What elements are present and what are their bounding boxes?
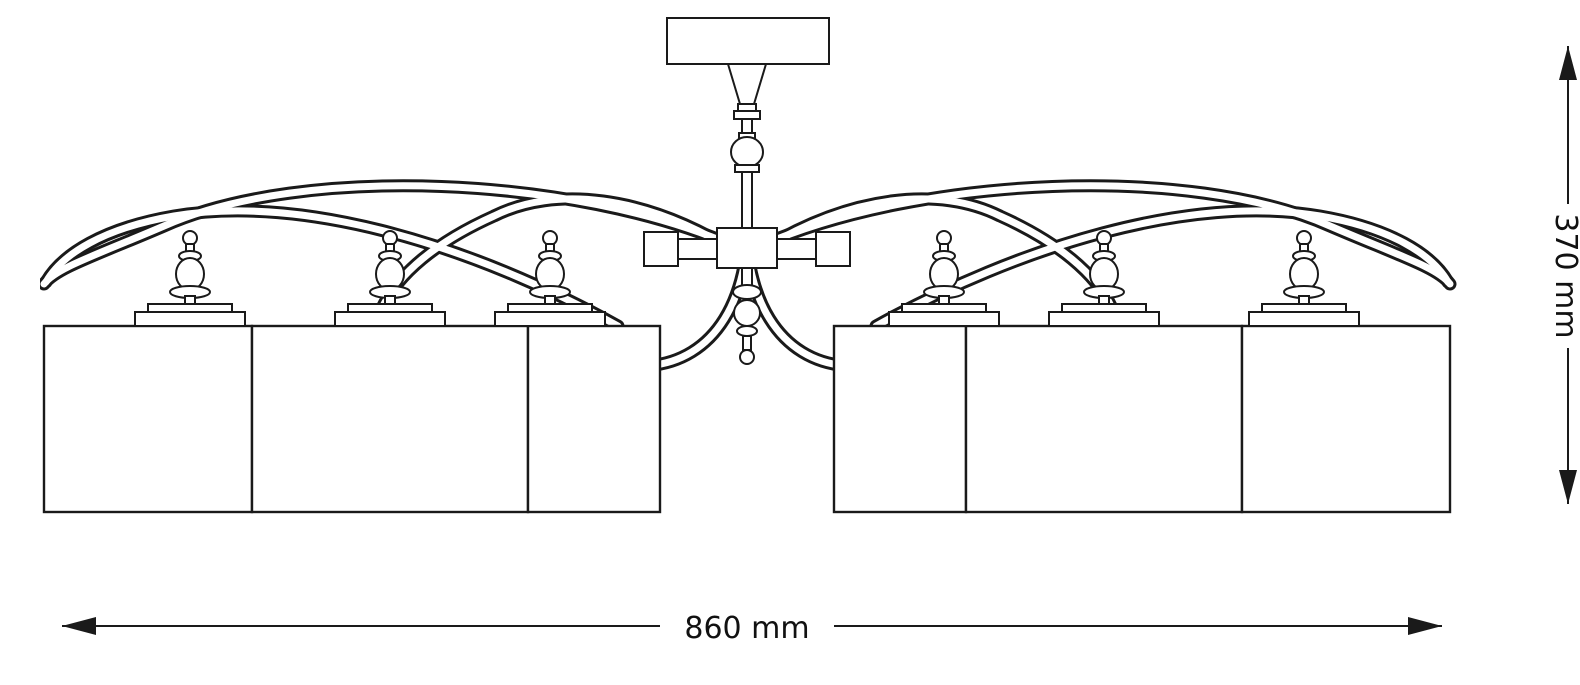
stem-neck <box>741 171 753 229</box>
lamp-shade-4 <box>832 324 968 514</box>
label-mask <box>1548 204 1580 348</box>
width-dimension: 860 mm <box>62 606 1442 646</box>
stem-collar <box>737 103 757 112</box>
ceiling-mount-and-stem <box>666 17 830 229</box>
width-dimension-label: 860 mm <box>684 611 809 646</box>
drawing-svg: 860 mm 370 mm <box>40 17 1580 646</box>
shade-finial <box>1248 230 1360 327</box>
hub-block-right <box>815 231 851 267</box>
ceiling-mount-plate <box>666 17 830 65</box>
lamp-shade-3 <box>526 324 662 514</box>
shade-finial <box>134 230 246 327</box>
height-dimension: 370 mm <box>1548 46 1580 504</box>
hub-block-left <box>643 231 679 267</box>
label-mask <box>660 606 834 646</box>
lamp-shade-2 <box>250 324 530 514</box>
lamp-shade-1 <box>42 324 254 514</box>
pendant-drop <box>732 267 762 365</box>
lamp-shade-5 <box>964 324 1244 514</box>
height-dimension-label: 370 mm <box>1548 213 1580 338</box>
lamp-shade-6 <box>1240 324 1452 514</box>
hub-bar-left <box>677 238 719 260</box>
arrow-left-icon <box>62 617 96 635</box>
lamp-shades <box>42 324 1452 514</box>
stem-turned-bulb <box>730 136 764 168</box>
chandelier-technical-drawing: 860 mm 370 mm <box>40 16 1580 669</box>
arrow-up-icon <box>1559 46 1577 80</box>
hub-bar-right <box>775 238 817 260</box>
stem-taper <box>726 63 768 105</box>
hub-center <box>716 227 778 269</box>
arrow-right-icon <box>1408 617 1442 635</box>
arrow-down-icon <box>1559 470 1577 504</box>
central-hub <box>643 227 851 269</box>
stem-collar <box>734 164 760 173</box>
stem-collar <box>733 110 761 120</box>
